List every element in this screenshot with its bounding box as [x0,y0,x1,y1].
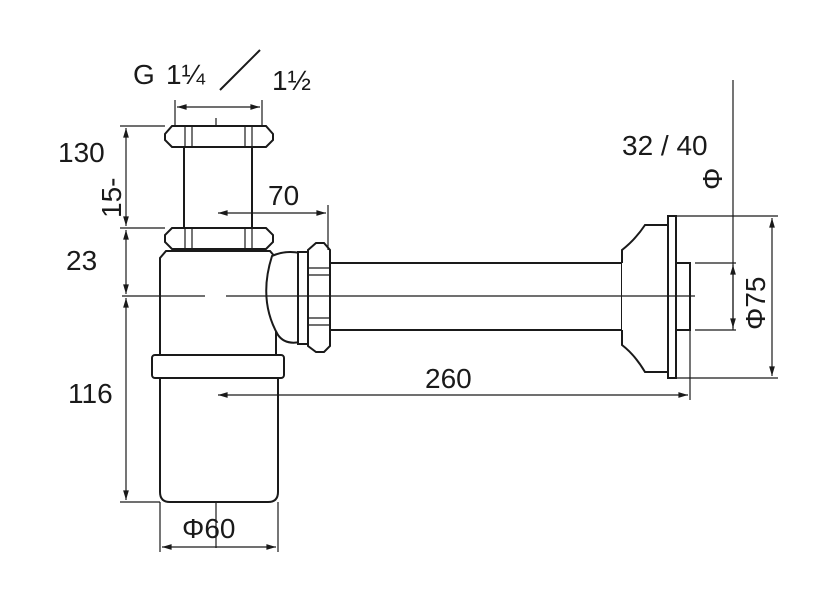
dim-pipe-phi: Φ [697,168,728,190]
left-dimensions [120,125,165,503]
bottle-cup [159,377,279,503]
lower-nut [164,227,274,250]
trap-body [151,125,691,503]
thread-prefix: G [133,59,155,90]
outlet-nut [307,242,331,353]
dim-phi60: Φ60 [182,513,235,544]
dim-116: 116 [68,378,113,409]
top-nut [164,125,274,148]
dim-pipe-diameter: 32 / 40 [622,130,708,161]
thread-size-b: 1½ [272,65,311,96]
dim-70: 70 [268,180,299,211]
thread-separator [219,49,261,91]
wall-rosette [621,224,673,373]
dim-130: 130 [58,137,105,168]
dim-phi75: Φ75 [740,277,771,330]
dim-23: 23 [66,245,97,276]
thread-size-a: 1¼ [166,59,206,90]
dim-260: 260 [425,363,472,394]
dim-15: 15- [96,178,127,218]
